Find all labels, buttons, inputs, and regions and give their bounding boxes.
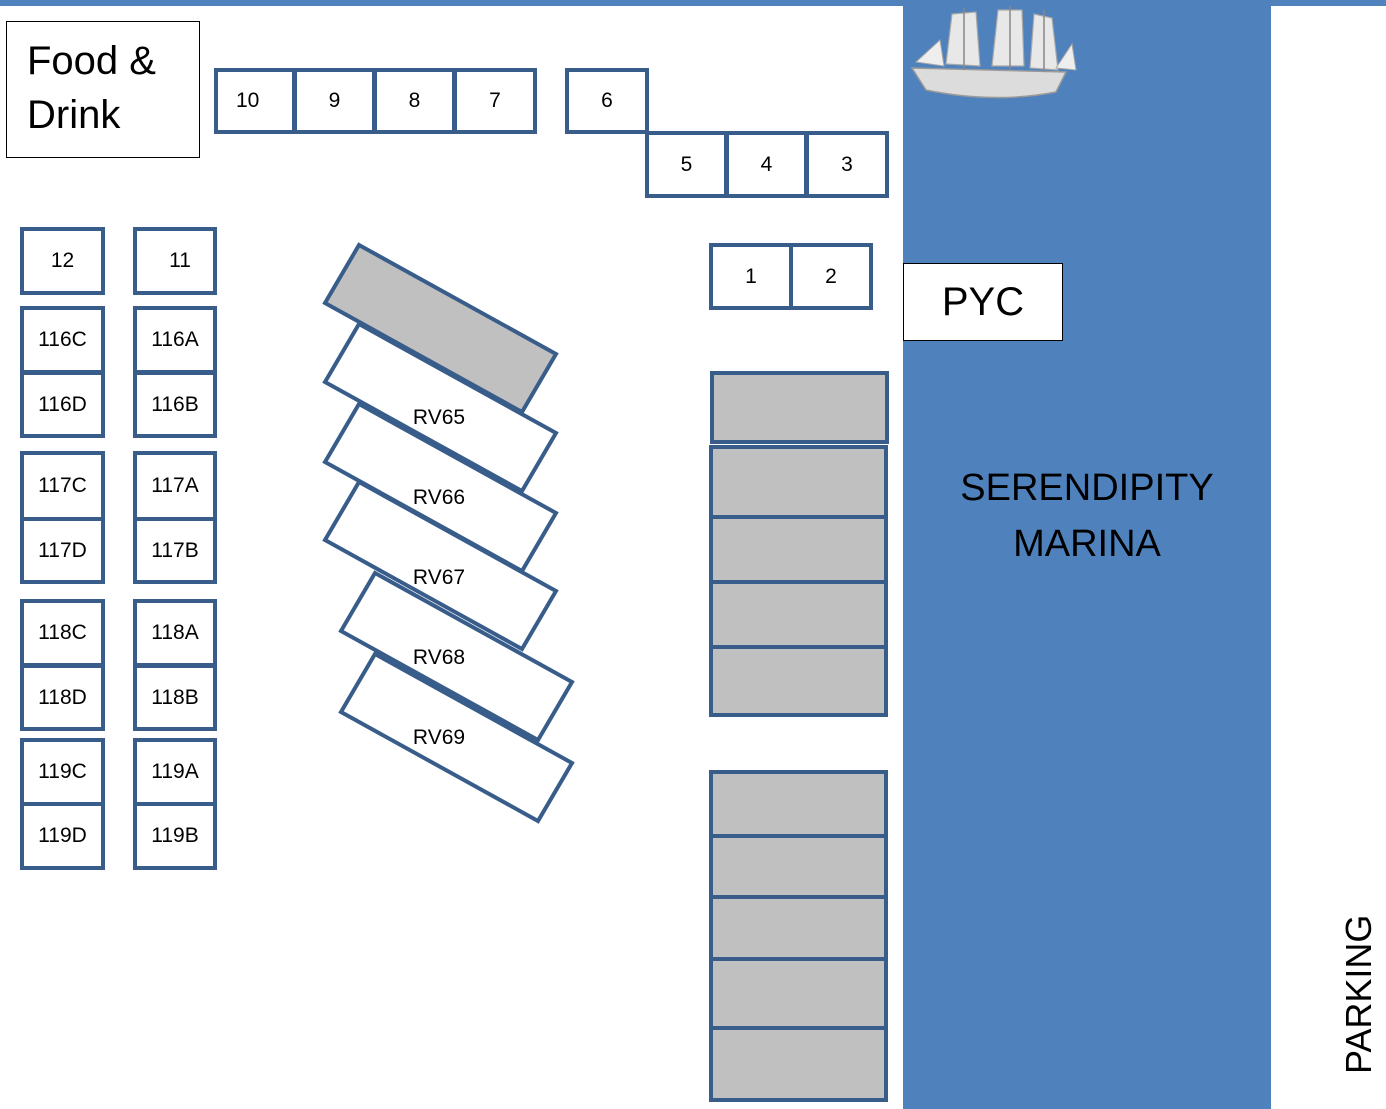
rv-site-67-label: RV67 [413,566,465,589]
stall-119a[interactable]: 119A [133,738,217,806]
marina-label-line1: SERENDIPITY [960,467,1214,509]
stall-9[interactable]: 9 [293,68,376,134]
stall-117b[interactable]: 117B [133,517,217,584]
rv-site-65-label: RV65 [413,406,465,429]
rv-site-68-label: RV68 [413,646,465,669]
stall-3[interactable]: 3 [805,131,889,198]
reserved-slip-1 [710,371,889,444]
stall-116c[interactable]: 116C [20,306,105,374]
pyc-label: PYC [941,279,1025,324]
rv-site-68-shape[interactable] [338,570,575,743]
sailing-ship-icon [910,6,1077,99]
stall-118b[interactable]: 118B [133,664,217,731]
stall-11[interactable]: 11 [133,227,217,295]
food-drink-label-line1: Food & [27,39,156,83]
marina-label-line2: MARINA [1013,523,1161,565]
stall-117d[interactable]: 117D [20,517,105,584]
stall-119c[interactable]: 119C [20,738,105,806]
reserved-slip-5 [709,645,888,717]
top-border [0,0,1386,6]
stall-5[interactable]: 5 [645,131,728,198]
reserved-slip-6 [709,770,888,838]
stall-118d[interactable]: 118D [20,664,105,731]
rv-site-69-label: RV69 [413,726,465,749]
serendipity-marina-area [903,0,1271,1109]
marina-label: SERENDIPITY MARINA [903,460,1271,572]
food-drink-label-line2: Drink [27,93,121,137]
stall-118c[interactable]: 118C [20,599,105,667]
stall-119d[interactable]: 119D [20,802,105,870]
stall-117c[interactable]: 117C [20,451,105,521]
stall-119b[interactable]: 119B [133,802,217,870]
stall-2[interactable]: 2 [789,243,873,310]
food-and-drink-area: Food & Drink [6,21,200,158]
stall-116d[interactable]: 116D [20,371,105,438]
reserved-slip-10 [709,1026,888,1102]
reserved-slip-9 [709,957,888,1030]
rv-site-66-label: RV66 [413,486,465,509]
stall-116b[interactable]: 116B [133,371,217,438]
stall-7[interactable]: 7 [453,68,537,134]
stall-6[interactable]: 6 [565,68,649,134]
rv-site-67-shape[interactable] [322,479,559,652]
stall-10[interactable]: 10 [214,68,296,134]
pyc-area: PYC [903,263,1063,341]
rv-site-65-shape[interactable] [322,321,559,494]
stall-12[interactable]: 12 [20,227,105,295]
reserved-slip-3 [709,515,888,584]
rv-site-69-shape[interactable] [338,651,575,824]
reserved-slip-7 [709,834,888,899]
